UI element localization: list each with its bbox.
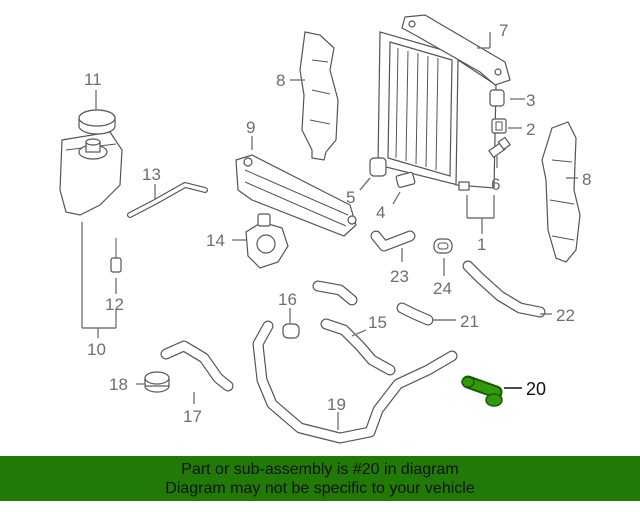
level-sensor <box>110 238 122 273</box>
cap-18 <box>144 371 170 393</box>
hose-22 <box>462 260 546 318</box>
callout-21: 21 <box>460 312 479 331</box>
tank-cap <box>78 109 116 135</box>
callout-15: 15 <box>368 313 387 332</box>
right-shroud <box>541 121 581 263</box>
hose-21 <box>396 302 434 326</box>
callout-19: 19 <box>327 395 346 414</box>
callout-4: 4 <box>376 203 385 222</box>
connector-16 <box>282 323 300 339</box>
callout-12: 12 <box>105 295 124 314</box>
callout-11: 11 <box>84 70 102 89</box>
hose-17 <box>160 340 234 392</box>
callout-5: 5 <box>346 188 355 207</box>
vent-hose-13 <box>127 182 208 218</box>
callout-7: 7 <box>499 21 508 40</box>
callout-6: 6 <box>491 175 500 194</box>
callout-16: 16 <box>278 290 297 309</box>
callout-9: 9 <box>246 118 255 137</box>
hose-20-highlighted[interactable] <box>461 375 503 407</box>
clip-4 <box>395 171 416 189</box>
lower-deflector <box>235 154 357 237</box>
callout-17: 17 <box>183 407 202 426</box>
callout-14: 14 <box>206 231 225 250</box>
hose-19 <box>252 320 458 444</box>
leader-lines <box>81 32 578 430</box>
hose-15 <box>312 280 396 376</box>
banner-line-1: Part or sub-assembly is #20 in diagram <box>181 460 459 478</box>
expansion-tank <box>59 131 123 216</box>
callout-18: 18 <box>109 375 128 394</box>
callout-13: 13 <box>142 165 161 184</box>
banner-line-2: Diagram may not be specific to your vehi… <box>165 479 475 497</box>
hose-23 <box>370 230 416 252</box>
bleeder-6 <box>488 136 511 159</box>
callout-10: 10 <box>87 340 106 359</box>
water-pump <box>245 213 289 269</box>
callout-24: 24 <box>433 279 452 298</box>
seal-24 <box>433 238 453 254</box>
info-banner: Part or sub-assembly is #20 in diagram D… <box>0 456 640 501</box>
callout-labels: 7 8 3 11 2 9 13 8 6 5 4 14 1 23 24 16 12… <box>84 21 591 426</box>
bracket-2 <box>491 118 507 134</box>
callout-8-left: 8 <box>276 71 285 90</box>
radiator <box>377 31 497 191</box>
damper-5 <box>369 157 387 177</box>
callout-22: 22 <box>556 306 575 325</box>
mount-3 <box>489 89 505 107</box>
parts-diagram: 7 8 3 11 2 9 13 8 6 5 4 14 1 23 24 16 12… <box>59 14 591 444</box>
left-shroud <box>299 31 339 161</box>
callout-20: 20 <box>526 379 546 399</box>
callout-2: 2 <box>526 120 535 139</box>
callout-3: 3 <box>526 91 535 110</box>
radiator-top-bracket <box>401 14 511 86</box>
callout-23: 23 <box>390 267 409 286</box>
callout-8-right: 8 <box>582 170 591 189</box>
callout-1: 1 <box>477 235 486 254</box>
